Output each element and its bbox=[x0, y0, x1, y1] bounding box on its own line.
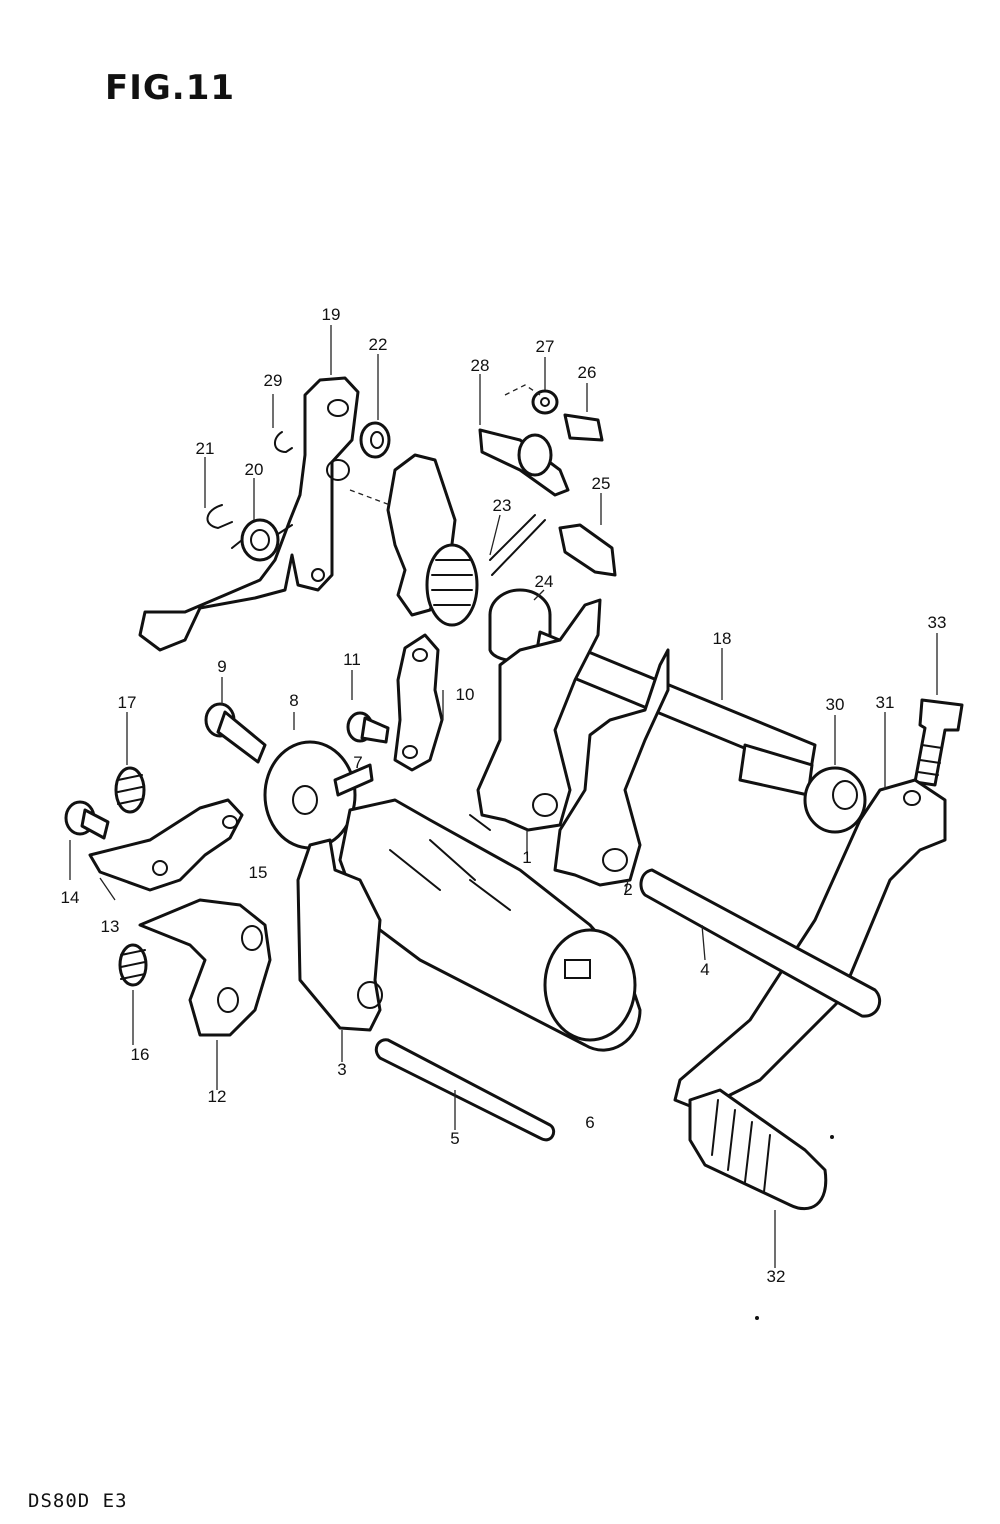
callout-29: 29 bbox=[264, 371, 283, 390]
part-4-fork-shaft bbox=[639, 868, 881, 1018]
callout-30: 30 bbox=[826, 695, 845, 714]
part-10-plate bbox=[393, 633, 444, 772]
callout-31: 31 bbox=[876, 693, 895, 712]
figure-title: FIG.11 bbox=[105, 68, 236, 108]
part-21-clip bbox=[206, 504, 233, 530]
callout-28: 28 bbox=[471, 356, 490, 375]
callout-13: 13 bbox=[101, 917, 120, 936]
callout-32: 32 bbox=[767, 1267, 786, 1286]
callout-10: 10 bbox=[456, 685, 475, 704]
leader-lines bbox=[69, 325, 938, 1268]
callout-15: 15 bbox=[249, 863, 268, 882]
part-14-screw bbox=[64, 800, 110, 840]
part-2-shift-fork bbox=[553, 648, 670, 887]
callout-24: 24 bbox=[535, 572, 554, 591]
callout-20: 20 bbox=[245, 460, 264, 479]
part-6-shift-cam bbox=[338, 798, 642, 1052]
part-16-spring bbox=[118, 943, 148, 987]
part-1-shift-fork bbox=[469, 598, 602, 832]
callout-12: 12 bbox=[208, 1087, 227, 1106]
callout-11: 11 bbox=[343, 650, 361, 669]
assembly-line-27-28 bbox=[504, 384, 541, 396]
callout-22: 22 bbox=[369, 335, 388, 354]
callout-8: 8 bbox=[289, 691, 298, 710]
part-29-clip bbox=[274, 431, 293, 454]
part-12-plate bbox=[138, 898, 272, 1037]
scan-dot bbox=[755, 1316, 759, 1320]
part-28-pin bbox=[478, 428, 570, 497]
part-9-pin bbox=[204, 702, 267, 764]
callout-5: 5 bbox=[450, 1129, 459, 1148]
part-22-washer bbox=[359, 421, 391, 459]
callout-2: 2 bbox=[623, 880, 632, 899]
callout-7: 7 bbox=[353, 753, 362, 772]
callout-21: 21 bbox=[196, 439, 215, 458]
part-27-nut bbox=[531, 389, 559, 415]
callout-19: 19 bbox=[322, 305, 341, 324]
callout-labels: 19 22 28 27 26 29 21 20 25 23 24 18 33 1… bbox=[61, 305, 947, 1286]
callout-26: 26 bbox=[578, 363, 597, 382]
part-30-oil-seal bbox=[803, 766, 867, 834]
callout-6: 6 bbox=[585, 1113, 594, 1132]
part-13-arm bbox=[88, 798, 244, 892]
part-19-shift-arm bbox=[138, 376, 360, 652]
part-25-bolt bbox=[558, 523, 617, 577]
callout-25: 25 bbox=[592, 474, 611, 493]
callout-14: 14 bbox=[61, 888, 80, 907]
assembly-line-19-23 bbox=[349, 489, 391, 506]
model-code-footer: DS80D E3 bbox=[28, 1490, 128, 1512]
callout-9: 9 bbox=[217, 657, 226, 676]
part-11-screw bbox=[346, 711, 390, 744]
callout-17: 17 bbox=[118, 693, 137, 712]
callout-1: 1 bbox=[522, 848, 531, 867]
callout-33: 33 bbox=[928, 613, 947, 632]
callout-3: 3 bbox=[337, 1060, 346, 1079]
part-20-spring bbox=[231, 518, 293, 562]
part-31-gearshift-lever bbox=[673, 778, 947, 1112]
scan-dot bbox=[830, 1135, 834, 1139]
part-3-stopper bbox=[296, 838, 383, 1032]
part-5-shaft bbox=[374, 1038, 556, 1142]
callout-23: 23 bbox=[493, 496, 512, 515]
callout-4: 4 bbox=[700, 960, 709, 979]
part-17-spring bbox=[114, 766, 146, 814]
part-26-bolt bbox=[563, 413, 604, 442]
callout-18: 18 bbox=[713, 629, 732, 648]
part-8-plate bbox=[263, 740, 374, 850]
part-33-bolt bbox=[913, 698, 964, 787]
part-23-return-spring-assembly bbox=[386, 453, 546, 627]
part-32-footpeg-rubber bbox=[688, 1088, 828, 1211]
callout-27: 27 bbox=[536, 337, 555, 356]
callout-16: 16 bbox=[131, 1045, 150, 1064]
